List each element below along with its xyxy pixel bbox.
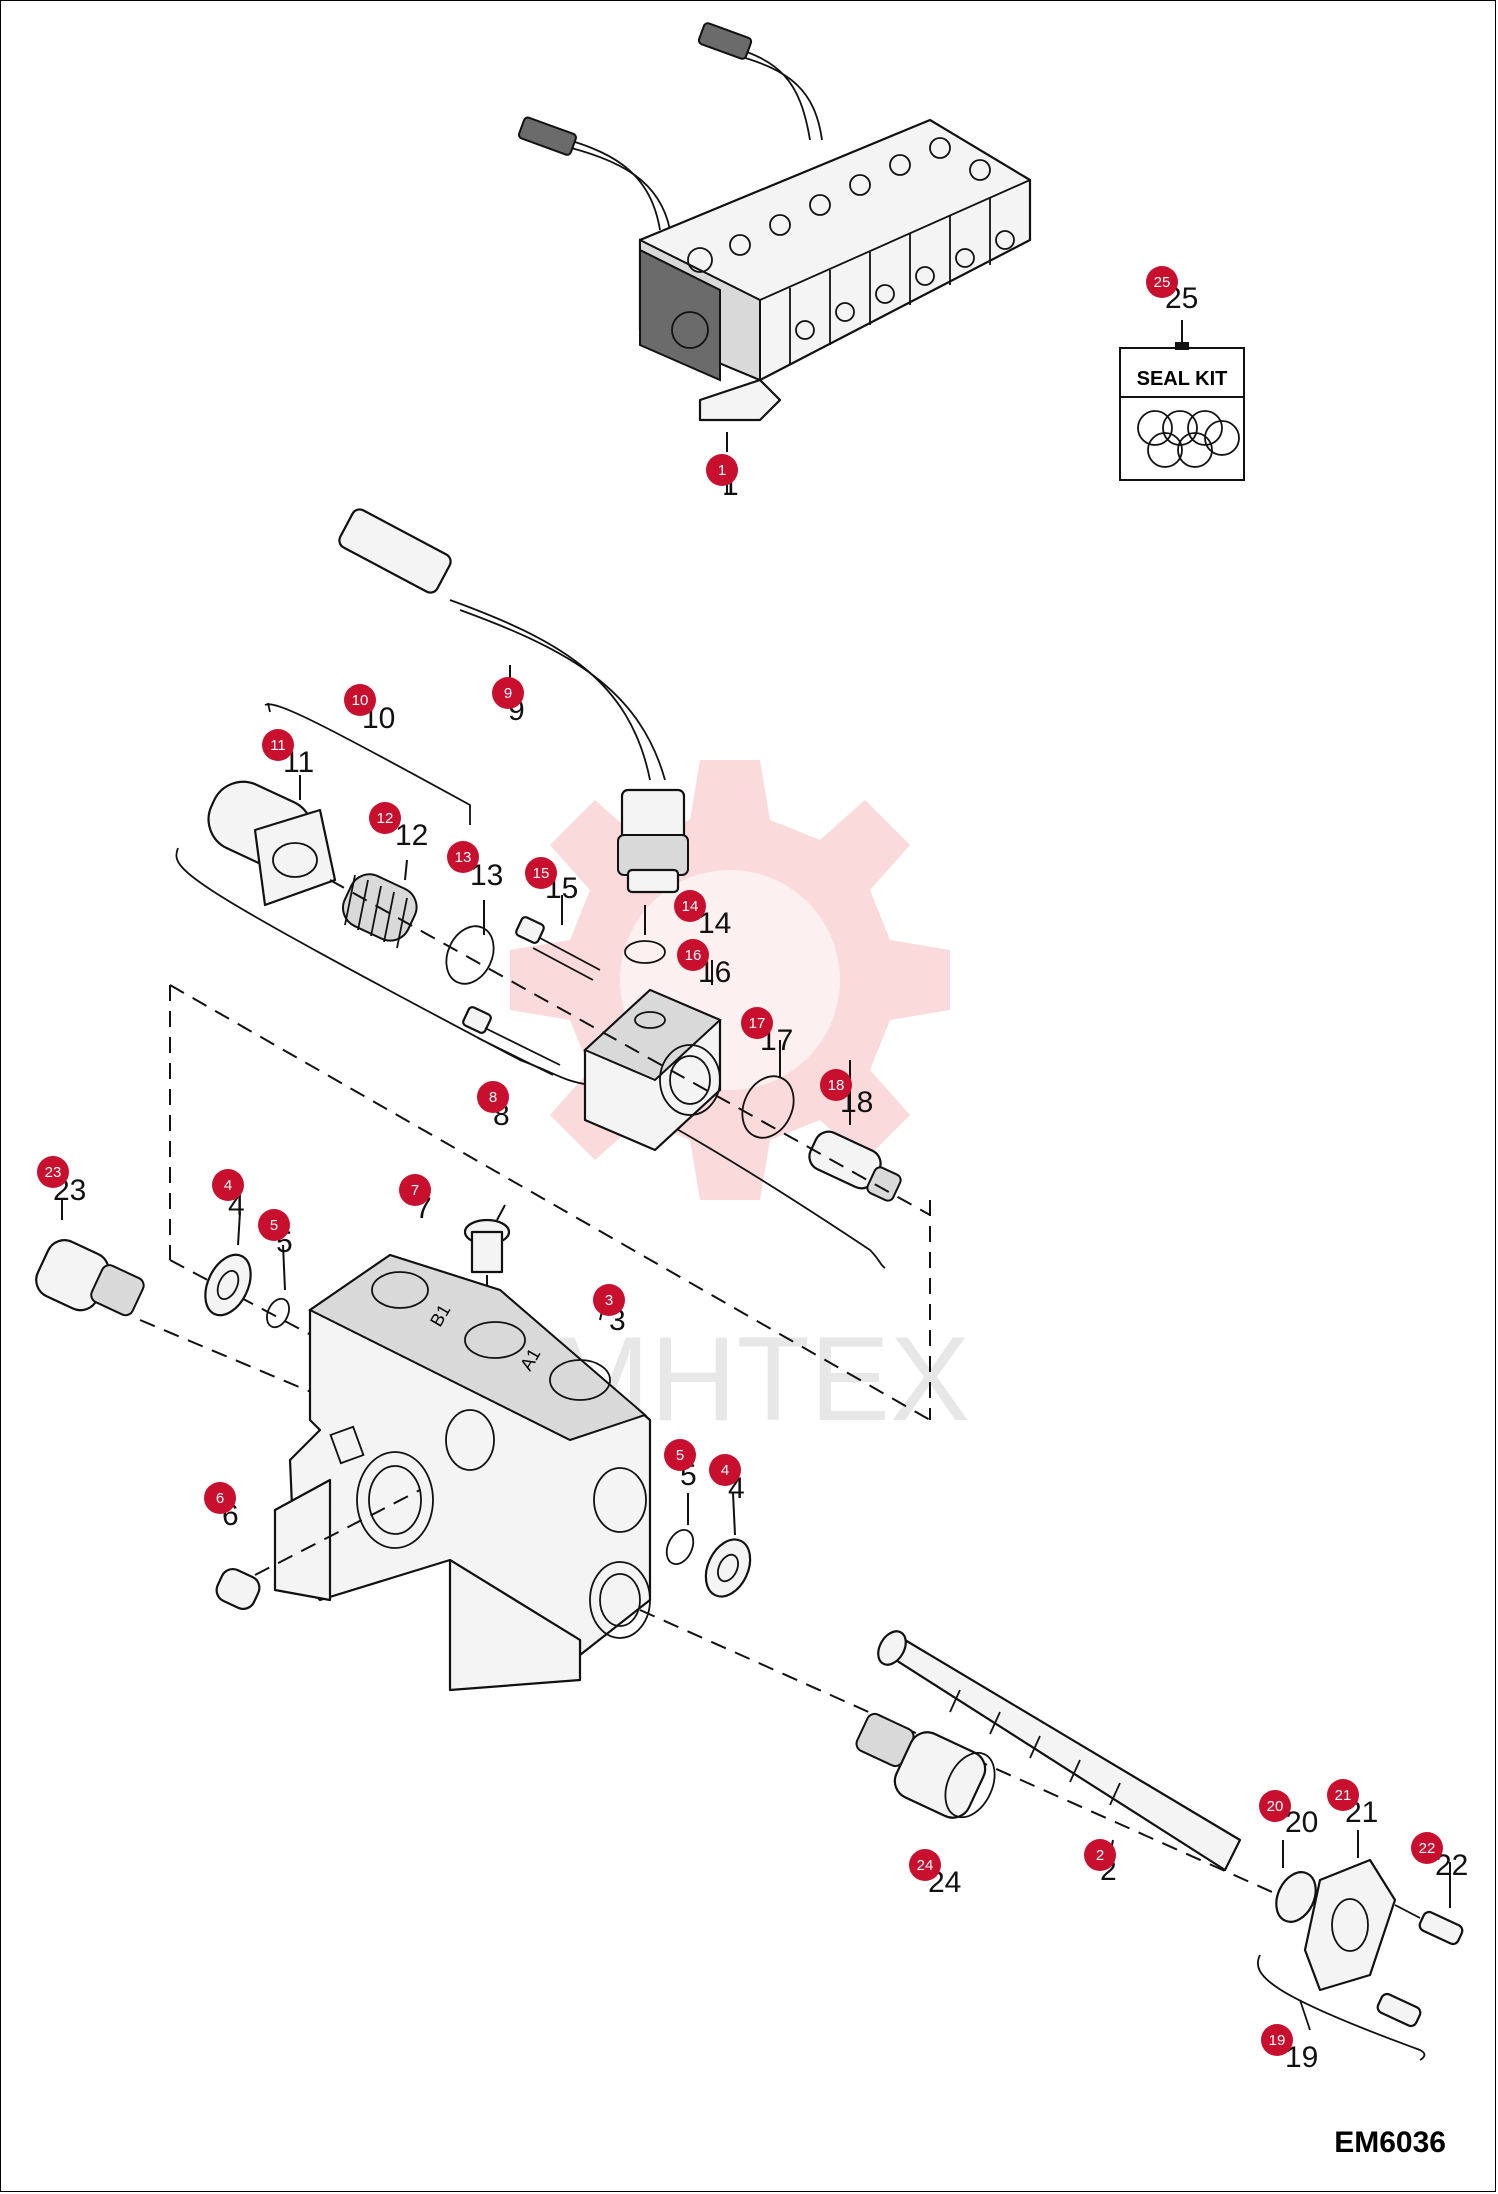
bolt-15 — [515, 916, 601, 981]
sensor-cable — [338, 508, 689, 894]
svg-text:16: 16 — [685, 947, 702, 964]
svg-text:2: 2 — [1096, 1847, 1104, 1864]
callout-badge-c20: 20 — [1259, 1790, 1291, 1822]
svg-text:5: 5 — [676, 1447, 684, 1464]
callout-badge-c23: 23 — [37, 1156, 69, 1188]
callout-badge-c3: 3 — [593, 1284, 625, 1316]
callout-number-c12: 12 — [395, 819, 428, 852]
plug-23 — [35, 1239, 145, 1317]
callout-badge-c5a: 5 — [258, 1209, 290, 1241]
callout-badge-c9: 9 — [492, 677, 524, 709]
seal-20 — [1275, 1871, 1317, 1923]
flange-21 — [1303, 1858, 1397, 1992]
callout-badge-c5b: 5 — [664, 1439, 696, 1471]
svg-text:12: 12 — [377, 810, 394, 827]
callout-badge-c19: 19 — [1261, 2024, 1293, 2056]
svg-text:18: 18 — [828, 1077, 845, 1094]
svg-text:10: 10 — [352, 692, 369, 709]
spool — [877, 1630, 1242, 1872]
plug-18 — [808, 1130, 902, 1202]
svg-text:3: 3 — [605, 1292, 613, 1309]
callout-badge-c18: 18 — [820, 1069, 852, 1101]
svg-text:4: 4 — [721, 1462, 729, 1479]
o-ring-17 — [741, 1075, 795, 1139]
svg-text:17: 17 — [749, 1015, 766, 1032]
bolt-22-a — [1418, 1910, 1464, 1946]
callout-badge-c13: 13 — [447, 841, 479, 873]
callout-badge-c14: 14 — [674, 890, 706, 922]
coil-housing — [207, 780, 337, 907]
callout-badge-c11: 11 — [262, 729, 294, 761]
callout-badge-c16: 16 — [677, 939, 709, 971]
svg-text:25: 25 — [1154, 274, 1171, 291]
washer-4-left — [204, 1253, 252, 1317]
svg-text:5: 5 — [270, 1217, 278, 1234]
callout-badge-c10: 10 — [344, 684, 376, 716]
svg-text:7: 7 — [411, 1182, 419, 1199]
svg-text:13: 13 — [455, 849, 472, 866]
callout-badge-c17: 17 — [741, 1007, 773, 1039]
callout-badge-c2: 2 — [1084, 1839, 1116, 1871]
o-ring-14 — [624, 940, 666, 964]
bolt-8 — [462, 1006, 561, 1076]
svg-text:21: 21 — [1335, 1787, 1352, 1804]
plug-6 — [215, 1567, 261, 1611]
svg-text:24: 24 — [917, 1857, 934, 1874]
seal-kit-label: SEAL KIT — [1137, 368, 1228, 390]
valve-assembly — [517, 22, 1032, 422]
o-ring-13 — [445, 925, 495, 985]
callout-badge-c24: 24 — [909, 1849, 941, 1881]
callout-badge-c15: 15 — [525, 857, 557, 889]
adapter-block — [583, 988, 722, 1152]
callout-badge-c4a: 4 — [212, 1169, 244, 1201]
callout-number-c20: 20 — [1285, 1806, 1318, 1839]
svg-text:9: 9 — [504, 685, 512, 702]
svg-text:23: 23 — [45, 1164, 62, 1181]
washer-4-right — [704, 1538, 752, 1598]
ring-5-right — [665, 1529, 695, 1565]
plug-7 — [463, 1218, 511, 1274]
svg-text:19: 19 — [1269, 2032, 1286, 2049]
bolt-22-b — [1376, 1992, 1422, 2028]
svg-text:14: 14 — [682, 898, 699, 915]
callout-badge-c1: 1 — [706, 454, 738, 486]
svg-text:1: 1 — [718, 462, 726, 479]
ring-5-left — [266, 1297, 290, 1329]
svg-text:6: 6 — [216, 1490, 224, 1507]
svg-text:4: 4 — [224, 1177, 232, 1194]
cap-24 — [855, 1712, 996, 1819]
svg-text:8: 8 — [489, 1089, 497, 1106]
svg-text:11: 11 — [270, 737, 286, 754]
svg-text:22: 22 — [1419, 1840, 1436, 1857]
valve-body: B1 A1 — [273, 1253, 652, 1692]
callout-badge-c22: 22 — [1411, 1832, 1443, 1864]
callout-badge-c6: 6 — [204, 1482, 236, 1514]
callout-badge-c4b: 4 — [709, 1454, 741, 1486]
drawing-code: EM6036 — [1334, 2126, 1446, 2159]
svg-text:15: 15 — [533, 865, 550, 882]
callout-layer: 1122334444555566778899101011111212131314… — [37, 266, 1468, 2074]
svg-text:20: 20 — [1267, 1798, 1284, 1815]
seal-kit: SEAL KIT — [1119, 320, 1245, 481]
callout-badge-c7: 7 — [399, 1174, 431, 1206]
callout-badge-c8: 8 — [477, 1081, 509, 1113]
callout-badge-c25: 25 — [1146, 266, 1178, 298]
callout-badge-c12: 12 — [369, 802, 401, 834]
callout-badge-c21: 21 — [1327, 1779, 1359, 1811]
